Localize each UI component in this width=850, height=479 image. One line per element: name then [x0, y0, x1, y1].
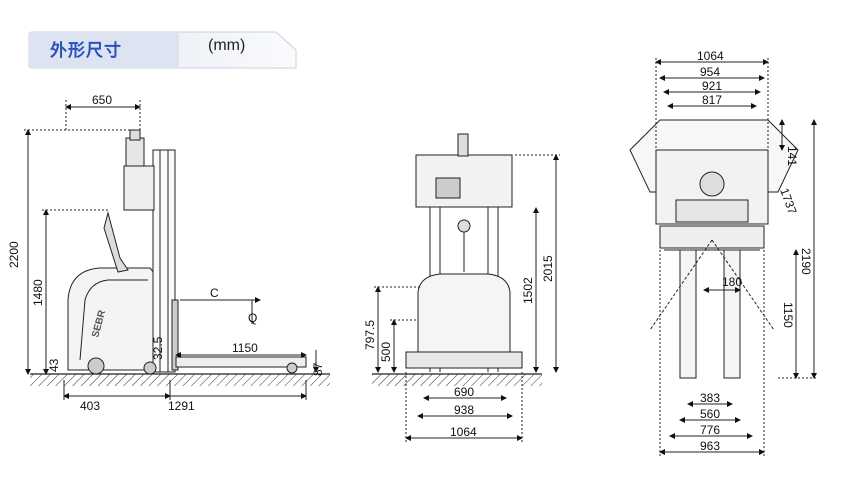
front-view [372, 133, 560, 442]
header-tab [28, 31, 297, 69]
dim-180: 180 [722, 275, 742, 289]
dim-2190: 2190 [799, 248, 813, 275]
dim-817: 817 [702, 93, 722, 107]
side-fork [175, 356, 307, 368]
dim-141: 141 [785, 146, 799, 166]
dim-500: 500 [379, 342, 393, 362]
dim-1502: 1502 [521, 277, 535, 304]
front-body [417, 273, 511, 361]
label-q: Q [248, 311, 257, 325]
front-ground [372, 374, 542, 386]
top-fork-left [679, 249, 697, 379]
dim-43: 43 [47, 358, 61, 372]
unit-label: (mm) [208, 37, 246, 54]
page-title: 外形尺寸 [50, 41, 122, 61]
dim-2200: 2200 [7, 241, 21, 268]
dim-1150: 1150 [232, 341, 258, 355]
dim-938: 938 [454, 403, 474, 417]
side-ground [30, 374, 330, 386]
dim-87: 87 [311, 362, 325, 376]
front-view-labels: 2015 1502 797.5 500 690 938 1064 [363, 255, 555, 439]
dim-1064-front: 1064 [450, 425, 477, 439]
dim-32-5: 32.5 [151, 336, 165, 360]
dim-650: 650 [92, 93, 112, 107]
top-view [629, 58, 818, 456]
dim-2015: 2015 [541, 255, 555, 282]
side-drive-wheel [87, 357, 105, 375]
dim-1150-top: 1150 [781, 302, 795, 328]
dim-1737: 1737 [777, 186, 799, 216]
dim-690: 690 [454, 385, 474, 399]
side-view-labels: 650 2200 1480 43 403 1291 1150 32.5 87 C… [7, 93, 325, 413]
side-control-box [123, 165, 155, 211]
dim-383: 383 [700, 391, 720, 405]
side-tiller [103, 211, 129, 273]
dim-1480: 1480 [31, 279, 45, 306]
dim-963: 963 [700, 439, 720, 453]
side-mast [152, 149, 176, 373]
top-base [659, 225, 765, 249]
dim-954: 954 [700, 65, 720, 79]
dim-560: 560 [700, 407, 720, 421]
dim-921: 921 [702, 79, 722, 93]
front-overhead [415, 154, 513, 208]
top-view-labels: 1064 954 921 817 141 1737 2190 1150 180 … [697, 49, 813, 453]
dim-776: 776 [700, 423, 720, 437]
side-view [24, 100, 330, 400]
dim-1064-top: 1064 [697, 49, 724, 63]
front-display [435, 177, 461, 199]
dim-797-5: 797.5 [363, 320, 377, 350]
label-c: C [210, 286, 219, 300]
dim-1291: 1291 [168, 399, 195, 413]
side-body [67, 267, 163, 371]
dim-403: 403 [80, 399, 100, 413]
